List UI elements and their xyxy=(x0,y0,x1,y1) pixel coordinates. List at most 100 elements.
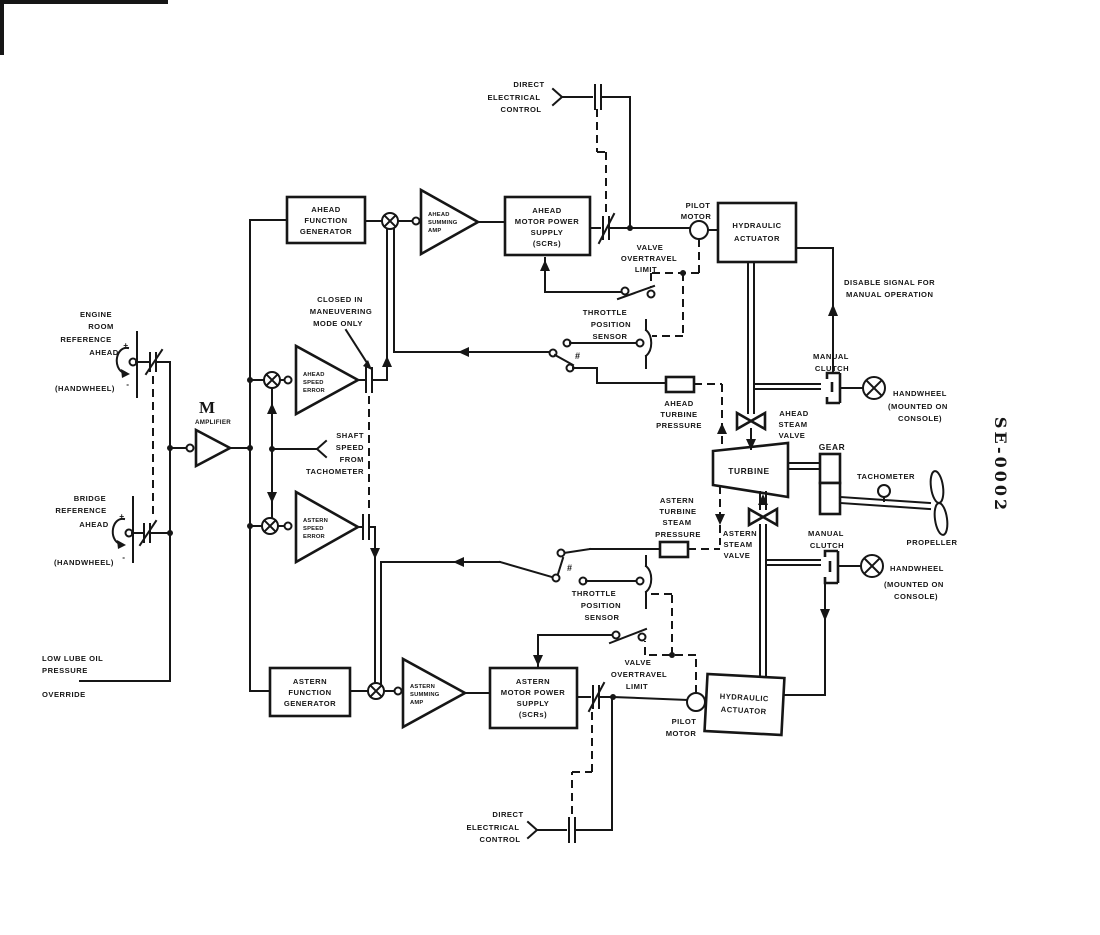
pilot-motor-bottom-label: PILOT xyxy=(672,717,697,726)
astern-speed-error-label: ASTERN xyxy=(303,518,328,524)
wire xyxy=(249,219,288,692)
amplifier-triangle-icon xyxy=(419,187,481,257)
handwheel-icon xyxy=(860,554,884,578)
throttle-sensor-top-label: THROTTLE xyxy=(583,308,628,317)
hydraulic-actuator-bottom-label: HYDRAULIC xyxy=(720,692,770,704)
manual-clutch-bottom-label: MANUAL xyxy=(808,529,844,538)
astern-pressure-label: ASTERN xyxy=(660,496,694,505)
astern-summing-amp-label: ASTERN xyxy=(410,684,435,690)
astern-mps-label: ASTERN xyxy=(516,677,550,686)
feedback-select-blade xyxy=(553,353,575,367)
main-command-bus xyxy=(247,219,288,692)
feedback-select-blade xyxy=(556,556,565,576)
direct-electrical-control-bottom: DIRECT ELECTRICAL CONTROL xyxy=(466,696,613,844)
ahead-speed-error-label: SPEED xyxy=(303,380,324,386)
limit-switch-contact xyxy=(646,289,656,299)
ahead-speed-error-amp: AHEAD SPEED ERROR xyxy=(263,228,392,417)
hydraulic-actuator-bottom-label: ACTUATOR xyxy=(721,705,767,716)
pilot-motor-icon xyxy=(686,692,706,712)
ahead-summing-amp-label: SUMMING xyxy=(428,220,458,226)
throttle-sensor-top-label: POSITION xyxy=(591,320,631,329)
m-amplifier-label: AMPLIFIER xyxy=(195,419,231,426)
disable-line-bottom xyxy=(783,582,826,696)
amplifier-triangle-icon xyxy=(294,343,361,417)
handwheel-potentiometer-icon xyxy=(111,496,134,563)
gear-icon xyxy=(818,452,842,485)
astern-function-generator-label: GENERATOR xyxy=(284,699,336,708)
throttle-sensor-bottom-label: POSITION xyxy=(581,601,621,610)
propeller-icon xyxy=(933,502,949,536)
valve-overtravel-top-label: LIMIT xyxy=(635,265,657,274)
shaft-speed-label: SPEED xyxy=(336,443,364,452)
astern-steam-valve-icon xyxy=(747,491,779,528)
throttle-position-sensor-bottom: THROTTLE POSITION SENSOR # xyxy=(551,548,653,622)
valve-overtravel-top-label: OVERTRAVEL xyxy=(621,254,677,263)
low-lube-label: OVERRIDE xyxy=(42,690,86,699)
astern-summing-amp-label: AMP xyxy=(410,700,423,706)
dec-top-label: CONTROL xyxy=(500,105,541,114)
amp-input-node xyxy=(393,686,403,696)
disable-signal-label: MANUAL OPERATION xyxy=(846,290,933,299)
astern-pressure-label: TURBINE xyxy=(659,507,696,516)
arrow-left-icon xyxy=(453,557,464,567)
engine-room-reference-label: AHEAD xyxy=(89,348,119,357)
turbine-icon xyxy=(711,441,790,499)
dec-top-label: DIRECT xyxy=(513,80,544,89)
astern-mps-label: MOTOR POWER xyxy=(501,688,565,697)
arrow-up-icon xyxy=(267,403,277,414)
dec-bottom-label: DIRECT xyxy=(492,810,523,819)
astern-mps-label: (SCRs) xyxy=(519,710,547,719)
valve-overtravel-bottom-label: LIMIT xyxy=(626,682,648,691)
arrow-down-icon xyxy=(370,548,380,559)
input-chevron-icon xyxy=(526,820,539,840)
pilot-linkage-bottom xyxy=(644,593,697,693)
astern-mps-label: SUPPLY xyxy=(517,699,550,708)
amp-input-node xyxy=(185,443,195,453)
astern-summing-amp-label: SUMMING xyxy=(410,692,440,698)
dec-bottom-label: CONTROL xyxy=(479,835,520,844)
maneuvering-mode-note: CLOSED IN MANEUVERING MODE ONLY xyxy=(310,295,372,513)
manual-clutch-top-label: MANUAL xyxy=(813,352,849,361)
dec-interlock-link xyxy=(596,109,607,213)
pilot-motor-top-label: PILOT xyxy=(686,201,711,210)
clutch-icon xyxy=(823,549,840,585)
closed-in-maneuvering-label: MANEUVERING xyxy=(310,307,372,316)
limit-switch-contact xyxy=(611,630,621,640)
scan-artifact-marks xyxy=(0,0,168,55)
bridge-reference-label: BRIDGE xyxy=(74,494,107,503)
shaft-speed-label: TACHOMETER xyxy=(306,467,364,476)
arrow-down-icon xyxy=(746,439,756,450)
ahead-summing-amp-label: AMP xyxy=(428,228,441,234)
ahead-summing-amp: AHEAD SUMMING AMP xyxy=(364,187,550,357)
junction-dot xyxy=(247,377,253,383)
valve-overtravel-top-label: VALVE xyxy=(637,243,664,252)
handwheel-bottom-label: HANDWHEEL xyxy=(890,564,944,573)
junction-dot xyxy=(167,445,173,451)
throttle-sensor-bottom-label: SENSOR xyxy=(584,613,619,622)
amp-input-node xyxy=(283,375,293,385)
amplifier-triangle-icon xyxy=(194,427,233,469)
clutch-shaft xyxy=(753,383,821,390)
tachometer-icon xyxy=(877,484,891,498)
engine-room-reference-label: REFERENCE xyxy=(60,335,111,344)
shaft-speed-feedback: SHAFT SPEED FROM TACHOMETER xyxy=(267,387,364,519)
closed-in-maneuvering-label: CLOSED IN xyxy=(317,295,363,304)
junction-dot xyxy=(247,445,253,451)
hydraulic-actuator-bottom: HYDRAULIC ACTUATOR xyxy=(703,672,786,737)
input-chevron-icon xyxy=(551,87,564,107)
ahead-steam-valve-icon xyxy=(735,410,767,450)
arrow-down-icon xyxy=(267,492,277,503)
handwheel-top-label: HANDWHEEL xyxy=(893,389,947,398)
contact-slash xyxy=(597,212,616,245)
switch-mark: # xyxy=(567,563,572,573)
hydraulic-actuator-top-label: ACTUATOR xyxy=(734,234,780,243)
astern-summing-amp: ASTERN SUMMING AMP xyxy=(349,557,554,730)
ahead-turbine-pressure-label: AHEAD xyxy=(664,399,694,408)
junction-dot xyxy=(680,270,686,276)
m-amplifier-symbol: M xyxy=(199,398,215,417)
propeller-icon xyxy=(929,470,945,504)
closed-in-maneuvering-label: MODE ONLY xyxy=(313,319,363,328)
clutch-shaft xyxy=(765,559,821,566)
engine-room-reference: ENGINE ROOM REFERENCE AHEAD (HANDWHEEL) … xyxy=(55,310,171,398)
